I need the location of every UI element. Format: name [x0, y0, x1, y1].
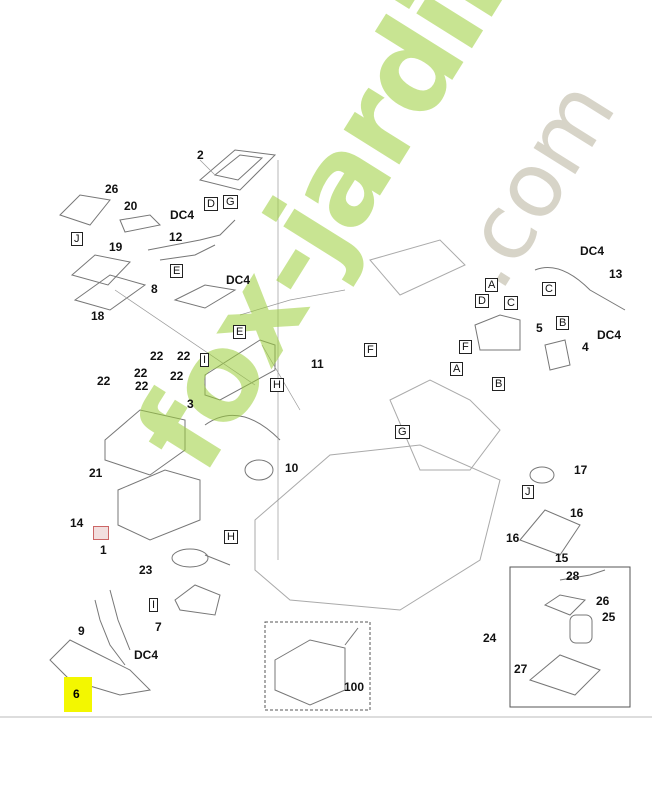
callout-21: 21: [89, 466, 103, 480]
connector-b: B: [556, 316, 570, 330]
callout-22: 22: [170, 369, 184, 383]
callout-4: 4: [582, 340, 589, 354]
callout-9: 9: [78, 624, 85, 638]
callout-13: 13: [609, 267, 623, 281]
callout-2: 2: [197, 148, 204, 162]
connector-e: E: [233, 325, 247, 339]
callout-27: 27: [514, 662, 528, 676]
connector-a: A: [450, 362, 464, 376]
callout-5: 5: [536, 321, 543, 335]
connector-i: I: [149, 598, 159, 612]
kit-frame-24: [509, 566, 631, 708]
connector-j: J: [71, 232, 83, 246]
connector-h: H: [270, 378, 284, 392]
callout-dc4: DC4: [226, 273, 251, 287]
part-boards-right: [474, 267, 626, 556]
part-main-chassis: [254, 239, 501, 611]
callout-18: 18: [91, 309, 105, 323]
part-boards-left: [59, 194, 147, 311]
callout-7: 7: [155, 620, 162, 634]
warning-label-sticker: [93, 526, 109, 540]
callout-16: 16: [570, 506, 584, 520]
connector-d: D: [475, 294, 489, 308]
callout-26: 26: [596, 594, 610, 608]
callout-12: 12: [169, 230, 183, 244]
connector-i: I: [200, 353, 210, 367]
connector-e: E: [170, 264, 184, 278]
callout-dc4: DC4: [580, 244, 605, 258]
callout-22: 22: [135, 379, 149, 393]
part-display-cover: [198, 149, 277, 191]
highlighted-part-marker: 6: [64, 677, 92, 712]
part-cable-10: [204, 414, 281, 481]
connector-b: B: [492, 377, 506, 391]
callout-25: 25: [602, 610, 616, 624]
highlighted-part-number: 6: [73, 687, 80, 701]
part-cover-23: [171, 548, 231, 616]
callout-3: 3: [187, 397, 194, 411]
callout-16: 16: [506, 531, 520, 545]
callout-23: 23: [139, 563, 153, 577]
callout-22: 22: [177, 349, 191, 363]
connector-f: F: [459, 340, 472, 354]
connector-f: F: [364, 343, 377, 357]
callout-28: 28: [566, 569, 580, 583]
callout-dc4: DC4: [170, 208, 195, 222]
callout-26: 26: [105, 182, 119, 196]
part-cables-top: [119, 214, 237, 309]
callout-15: 15: [555, 551, 569, 565]
callout-19: 19: [109, 240, 123, 254]
part-battery-1: [117, 469, 201, 541]
callout-14: 14: [70, 516, 84, 530]
divider: [0, 716, 652, 718]
connector-c: C: [504, 296, 518, 310]
connector-g: G: [223, 195, 238, 209]
part-bracket-3: [204, 339, 276, 401]
connector-a: A: [485, 278, 499, 292]
connector-h: H: [224, 530, 238, 544]
callout-10: 10: [285, 461, 299, 475]
callout-8: 8: [151, 282, 158, 296]
connector-j: J: [522, 485, 534, 499]
callout-dc4: DC4: [134, 648, 159, 662]
callout-22: 22: [134, 366, 148, 380]
part-battery-100: [274, 627, 359, 706]
part-chassis-21: [104, 409, 186, 476]
callout-24: 24: [483, 631, 497, 645]
callout-22: 22: [150, 349, 164, 363]
callout-17: 17: [574, 463, 588, 477]
optional-part-frame: [264, 621, 371, 711]
connector-d: D: [204, 197, 218, 211]
part-kit-24: [528, 569, 606, 696]
callout-1: 1: [100, 543, 107, 557]
callout-dc4: DC4: [597, 328, 622, 342]
callout-11: 11: [311, 357, 324, 371]
callout-100: 100: [344, 680, 365, 694]
leader-lines: [114, 159, 346, 560]
callout-22: 22: [97, 374, 111, 388]
connector-c: C: [542, 282, 556, 296]
callout-20: 20: [124, 199, 138, 213]
connector-g: G: [395, 425, 410, 439]
